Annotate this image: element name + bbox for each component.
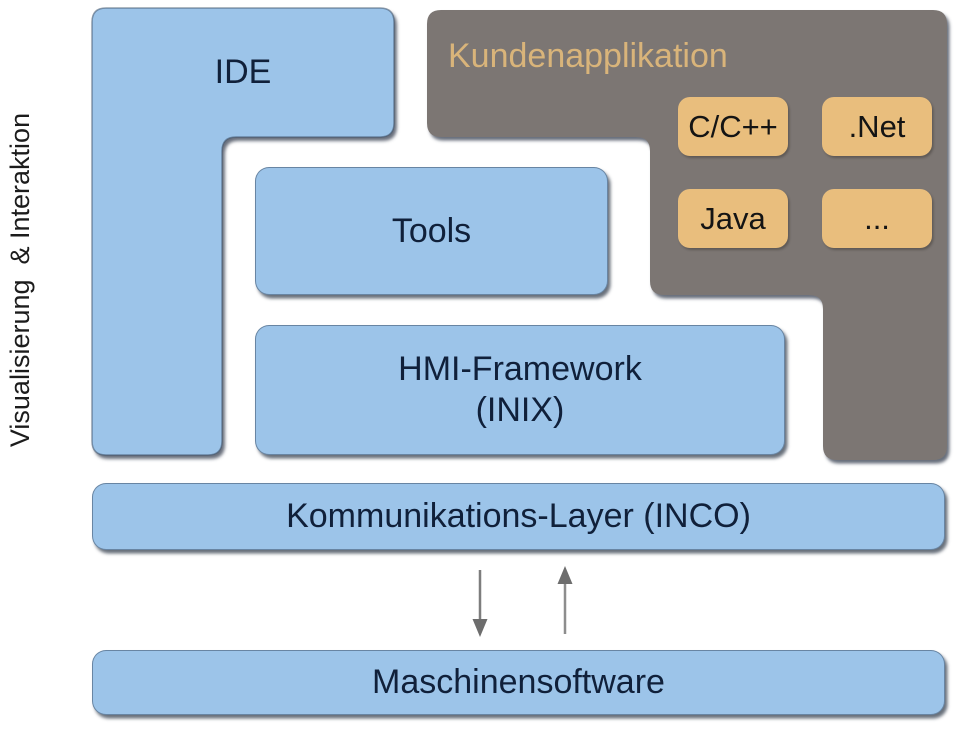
maschinensoftware-block-label: Maschinensoftware bbox=[372, 663, 665, 701]
down-arrow bbox=[472, 570, 488, 637]
language-chip-c-cpp: C/C++ bbox=[678, 97, 788, 156]
hmi-framework-label-line2: (INIX) bbox=[475, 391, 565, 429]
language-chip-more-label: ... bbox=[864, 200, 890, 236]
kommunikations-layer-block: Kommunikations-Layer (INCO) bbox=[92, 483, 945, 550]
language-chip-java: Java bbox=[678, 189, 788, 248]
hmi-framework-block: HMI-Framework (INIX) bbox=[255, 325, 785, 455]
language-chip-java-label: Java bbox=[700, 200, 766, 236]
language-chip-dotnet-label: .Net bbox=[848, 108, 906, 144]
hmi-framework-block-label: HMI-Framework (INIX) bbox=[398, 349, 642, 431]
tools-block: Tools bbox=[255, 167, 608, 295]
kommunikations-layer-block-label: Kommunikations-Layer (INCO) bbox=[286, 497, 751, 535]
ide-block-shape bbox=[91, 7, 395, 456]
language-chip-c-cpp-label: C/C++ bbox=[688, 108, 778, 144]
language-chip-dotnet: .Net bbox=[822, 97, 932, 156]
maschinensoftware-block: Maschinensoftware bbox=[92, 650, 945, 715]
hmi-framework-label-line1: HMI-Framework bbox=[398, 350, 642, 388]
up-arrow bbox=[557, 566, 573, 634]
language-chip-more: ... bbox=[822, 189, 932, 248]
tools-block-label: Tools bbox=[391, 211, 472, 250]
